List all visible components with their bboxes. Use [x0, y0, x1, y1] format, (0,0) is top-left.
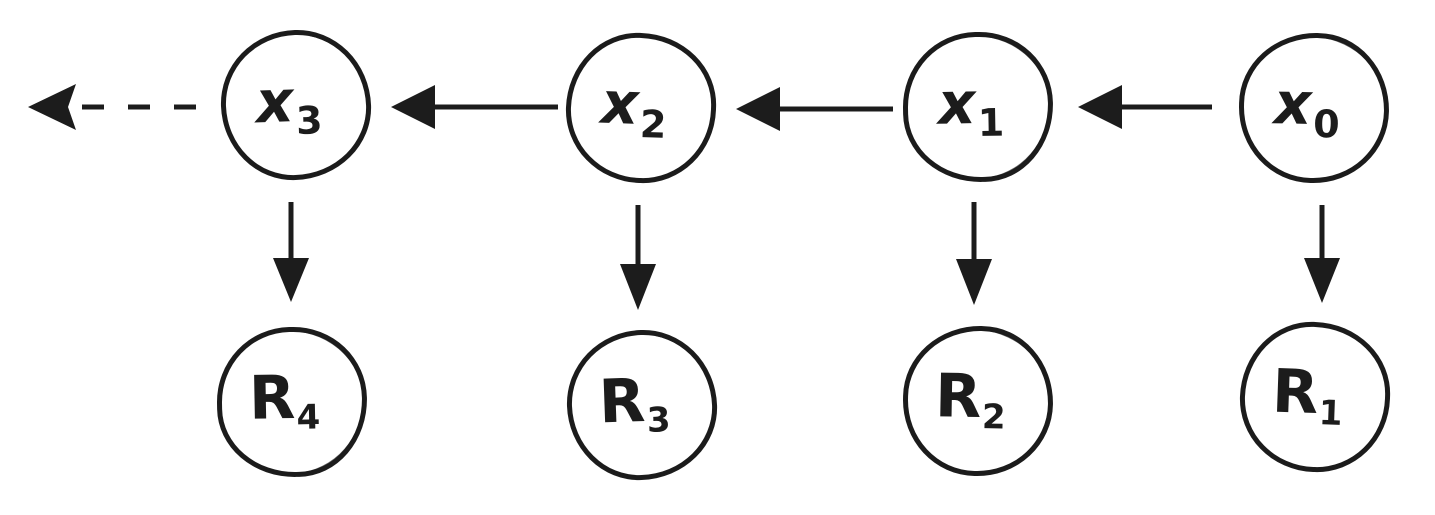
node-r4: R 4 [215, 325, 369, 479]
edge-x2-r3 [620, 205, 656, 310]
arrowhead-left-icon [28, 84, 76, 130]
node-x1-base: x [937, 69, 977, 138]
node-r3-subscript: 3 [646, 400, 672, 441]
edge-x0-r1 [1304, 205, 1340, 303]
arrowhead-down-icon [1304, 258, 1340, 303]
arrowhead-down-icon [620, 264, 656, 310]
node-x0-base: x [1273, 69, 1313, 138]
node-x3-label: x 3 [254, 67, 323, 143]
node-r3-label: R 3 [597, 365, 671, 441]
node-r4-label: R 4 [248, 362, 320, 438]
edge-x2-x3 [391, 85, 558, 129]
edge-x0-x1 [1078, 85, 1212, 129]
arrowhead-down-icon [956, 259, 992, 305]
arrowhead-left-icon [736, 87, 780, 131]
node-r4-subscript: 4 [296, 397, 321, 438]
node-r2-subscript: 2 [981, 397, 1007, 438]
node-r1-base: R [1271, 356, 1320, 429]
arrowhead-down-icon [273, 258, 309, 302]
arrowhead-left-icon [1078, 85, 1122, 129]
node-r2-base: R [934, 361, 982, 433]
edge-x1-r2 [956, 202, 992, 305]
node-x2-base: x [600, 68, 640, 138]
edge-x1-x2 [736, 87, 893, 131]
node-x1-label: x 1 [937, 69, 1004, 145]
node-x0-subscript: 0 [1312, 101, 1341, 147]
node-r1-subscript: 1 [1318, 393, 1344, 434]
node-x2-label: x 2 [600, 68, 667, 147]
node-x2-subscript: 2 [639, 101, 668, 147]
node-r2-label: R 2 [934, 361, 1006, 437]
edge-x3-offscreen-dashed [28, 84, 196, 130]
edge-x3-r4 [273, 202, 309, 302]
node-r3-base: R [597, 365, 647, 438]
node-x1: x 1 [901, 30, 1055, 184]
node-r1-label: R 1 [1271, 356, 1343, 434]
node-x3-subscript: 3 [295, 98, 324, 143]
node-x0-label: x 0 [1273, 69, 1340, 146]
arrowhead-left-icon [391, 85, 435, 129]
node-r4-base: R [248, 362, 296, 434]
node-x1-subscript: 1 [977, 100, 1005, 146]
node-x3-base: x [254, 67, 295, 137]
